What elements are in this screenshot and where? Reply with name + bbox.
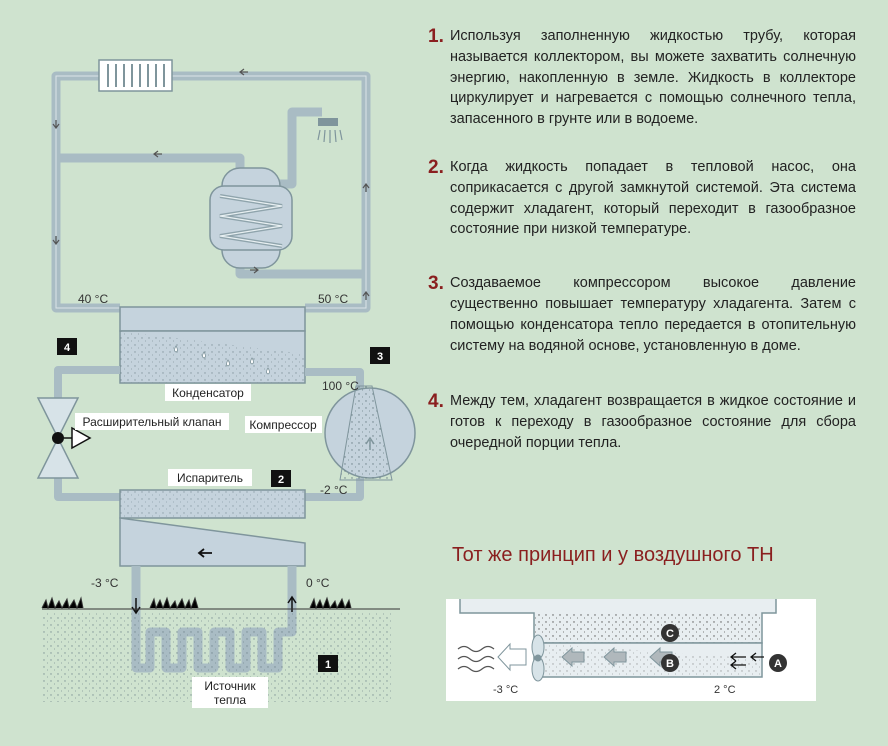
badge-1: 1 [318,655,338,672]
svg-text:B: B [666,658,674,670]
air-heat-pump-mini-diagram: C B A -3 °C 2 °C [446,599,816,701]
step-1: 1. Используя заполненную жидкостью трубу… [428,26,856,130]
condenser [119,306,306,384]
step-text: Используя заполненную жидкостью трубу, к… [450,28,856,128]
air-heat-pump-note: Тот же принцип и у воздушного ТН [452,544,774,566]
step-2: 2. Когда жидкость попадает в тепловой на… [428,157,856,240]
heat-source-label-line2: тепла [214,693,247,707]
evaporator [119,489,306,567]
svg-text:A: A [774,658,782,670]
temp-100: 100 °C [322,379,359,393]
temp-40: 40 °C [78,292,108,306]
svg-text:1: 1 [325,659,331,671]
badge-c: C [661,624,679,642]
evaporator-label: Испаритель [177,471,243,485]
step-number: 1. [428,26,444,47]
temp-minus-2: -2 °C [320,483,348,497]
step-4: 4. Между тем, хладагент возвращается в ж… [428,391,856,453]
step-number: 4. [428,391,444,413]
badge-2: 2 [271,470,291,487]
svg-text:3: 3 [377,351,383,363]
step-number: 3. [428,273,444,295]
step-3: 3. Создаваемое компрессором высокое давл… [428,273,856,356]
mini-temp-right: 2 °C [714,684,736,696]
svg-text:2: 2 [278,474,284,486]
temp-minus-3: -3 °C [91,576,119,590]
shower-icon [317,118,343,143]
step-text: Когда жидкость попадает в тепловой насос… [450,158,856,238]
expansion-valve-label: Расширительный клапан [82,415,221,429]
expansion-valve [36,397,92,479]
heating-circuit-pipes [51,71,371,313]
temp-50: 50 °C [318,292,348,306]
compressor [324,385,416,481]
badge-4: 4 [57,338,77,355]
step-text: Создаваемое компрессором высокое давлени… [450,275,856,354]
air-waves-left [457,645,495,673]
step-number: 2. [428,156,444,178]
refrigerant-pipes [54,366,364,501]
step-text: Между тем, хладагент возвращается в жидк… [450,393,856,451]
hot-water-tank [209,167,293,269]
heat-pump-diagram: 4 3 2 1 Конденсатор Расширительный клапа… [36,59,416,708]
steps-list: 1. Используя заполненную жидкостью трубу… [428,26,856,454]
mini-temp-left: -3 °C [493,684,518,696]
fan-icon [531,634,545,682]
condenser-label: Конденсатор [172,386,244,400]
badge-3: 3 [370,347,390,364]
svg-text:4: 4 [64,342,71,354]
temp-0: 0 °C [306,576,330,590]
compressor-label: Компрессор [249,418,317,432]
badge-a: A [769,654,787,672]
heat-source-label-line1: Источник [204,679,256,693]
svg-text:C: C [666,628,674,640]
badge-b: B [661,654,679,672]
radiator [98,59,173,92]
